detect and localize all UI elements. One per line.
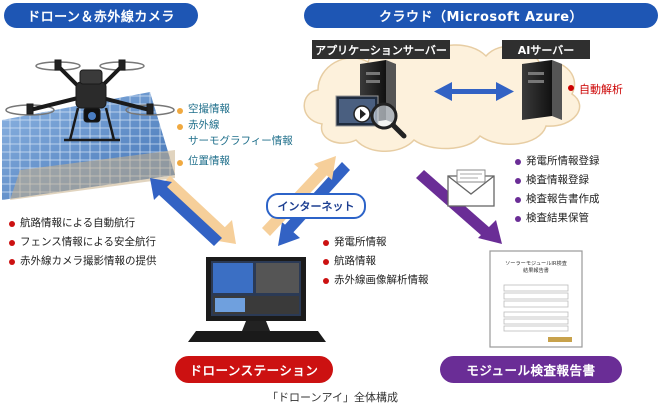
drone-icon — [5, 59, 175, 142]
drone-header: ドローン＆赤外線カメラ — [4, 3, 198, 28]
station-function-text: 航路情報による自動航行 — [20, 217, 136, 229]
drone-info-text: 空撮情報 — [188, 103, 230, 115]
station-function-item: フェンス情報による安全航行 — [8, 233, 157, 252]
report-doc-title-2: 結果報告書 — [523, 266, 549, 274]
cloud-service-list: 発電所情報登録 検査情報登録 検査報告書作成 検査結果保管 — [514, 152, 600, 228]
cloud-service-text: 検査結果保管 — [526, 212, 589, 224]
report-pill: モジュール検査報告書 — [440, 356, 622, 383]
figure-caption: 「ドローンアイ」全体構成 — [267, 391, 398, 404]
ai-server-item-label: 自動解析 — [579, 83, 623, 96]
station-upload-list: 発電所情報 航路情報 赤外線画像解析情報 — [322, 233, 429, 290]
report-doc-title-1: ソーラーモジュールIR検査 — [505, 259, 567, 267]
station-upload-text: 航路情報 — [334, 255, 376, 267]
station-to-drone-arrow — [150, 178, 222, 246]
cloud-service-item: 発電所情報登録 — [514, 152, 600, 171]
station-function-item: 赤外線カメラ撮影情報の提供 — [8, 252, 157, 271]
drone-info-text: サーモグラフィー情報 — [188, 135, 293, 147]
station-upload-item: 発電所情報 — [322, 233, 429, 252]
station-function-item: 航路情報による自動航行 — [8, 214, 157, 233]
station-function-text: フェンス情報による安全航行 — [20, 236, 156, 248]
internet-label: インターネット — [277, 200, 355, 213]
report-pill-label: モジュール検査報告書 — [466, 363, 596, 378]
ai-server-tab: AIサーバー — [502, 40, 590, 59]
drone-info-item: 赤外線 — [176, 117, 293, 133]
cloud-header-label: クラウド（Microsoft Azure） — [378, 10, 584, 25]
cloud-service-text: 検査情報登録 — [526, 174, 589, 186]
server-link-arrow — [434, 82, 514, 101]
station-function-list: 航路情報による自動航行 フェンス情報による安全航行 赤外線カメラ撮影情報の提供 — [8, 214, 157, 271]
station-function-text: 赤外線カメラ撮影情報の提供 — [20, 255, 157, 267]
drone-info-text: 位置情報 — [188, 155, 230, 167]
station-upload-item: 赤外線画像解析情報 — [322, 271, 429, 290]
station-pill-label: ドローンステーション — [189, 363, 319, 378]
drone-info-item: 空撮情報 — [176, 101, 293, 117]
document-icon — [489, 250, 583, 348]
drone-info-list: 空撮情報 赤外線 サーモグラフィー情報 位置情報 — [176, 101, 293, 169]
cloud-service-item: 検査報告書作成 — [514, 190, 600, 209]
app-server-tab: アプリケーションサーバー — [312, 40, 450, 59]
monitor-icon — [188, 257, 326, 342]
magnifier-icon — [370, 102, 407, 139]
cloud-service-item: 検査結果保管 — [514, 209, 600, 228]
cloud-service-text: 検査報告書作成 — [526, 193, 600, 205]
station-upload-text: 発電所情報 — [334, 236, 387, 248]
cloud-service-text: 発電所情報登録 — [526, 155, 600, 167]
envelope-icon — [447, 169, 495, 207]
ai-server-label: AIサーバー — [517, 43, 575, 57]
drone-header-label: ドローン＆赤外線カメラ — [27, 10, 175, 25]
station-upload-item: 航路情報 — [322, 252, 429, 271]
drone-info-text: 赤外線 — [188, 119, 220, 131]
cloud-service-item: 検査情報登録 — [514, 171, 600, 190]
internet-badge: インターネット — [266, 193, 366, 219]
station-upload-text: 赤外線画像解析情報 — [334, 274, 429, 286]
app-server-label: アプリケーションサーバー — [315, 43, 447, 57]
station-pill: ドローンステーション — [175, 356, 333, 383]
solar-panel-image — [2, 92, 175, 200]
ai-server-icon — [522, 60, 562, 120]
ai-server-item: 自動解析 — [568, 81, 623, 97]
drone-to-station-arrow — [162, 176, 236, 244]
drone-info-item: 位置情報 — [176, 153, 293, 169]
drone-info-item: サーモグラフィー情報 — [176, 133, 293, 149]
cloud-header: クラウド（Microsoft Azure） — [304, 3, 658, 28]
